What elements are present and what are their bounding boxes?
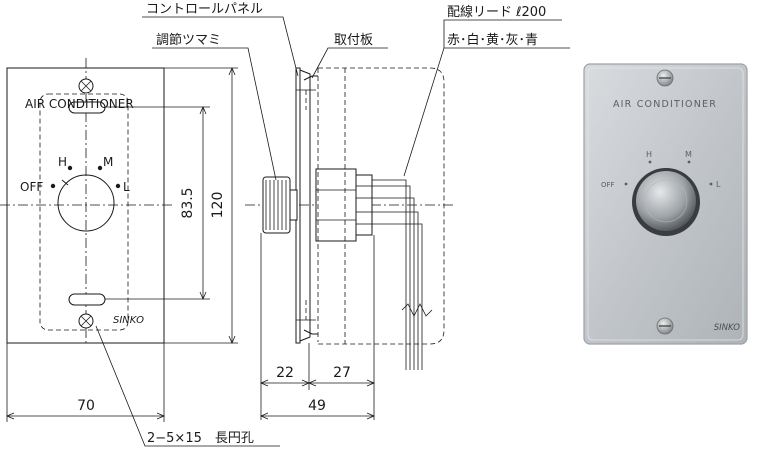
front-knob [57, 174, 115, 232]
side-box-outline [317, 67, 445, 345]
side-wires [372, 179, 423, 370]
adjust-knob-leader [152, 47, 277, 181]
front-label-m: M [103, 155, 113, 169]
dim-49-text: 49 [308, 398, 326, 414]
dim-27-text: 27 [333, 365, 351, 381]
front-view: AIR CONDITIONER H M OFF L SINKO [0, 58, 172, 345]
front-inner-outline [39, 93, 129, 331]
front-label-off: OFF [20, 180, 43, 194]
photo-label-l: L [716, 180, 721, 189]
slot-note: 2−5×15 長円孔 [147, 431, 254, 446]
wiring-lead-leader [403, 19, 562, 177]
front-top-slot [68, 101, 106, 114]
dim-70-text: 70 [77, 398, 95, 414]
front-label-h: H [58, 155, 67, 169]
label-wiring-lead: 配線リード ℓ200 [447, 4, 546, 20]
photo-brand: SINKO [714, 323, 741, 333]
photo-label-m: M [685, 150, 692, 159]
label-mount-plate: 取付板 [334, 33, 373, 48]
m-dot [97, 165, 103, 171]
front-plate-outline [6, 67, 165, 344]
front-brand: SINKO [113, 315, 144, 326]
label-wire-colors: 赤･白･黄･灰･青 [447, 32, 538, 48]
mount-plate-leader [311, 47, 388, 79]
front-title: AIR CONDITIONER [25, 97, 134, 111]
side-body [315, 168, 357, 242]
front-knob-pointer [61, 179, 69, 186]
l-dot [115, 183, 121, 189]
photo-label-off: OFF [601, 181, 615, 189]
dim-83.5-text: 83.5 [180, 187, 196, 218]
dim-120-text: 120 [210, 192, 226, 219]
photo-title: AIR CONDITIONER [613, 99, 717, 110]
front-label-l: L [123, 180, 130, 194]
side-control-panel [295, 67, 301, 344]
control-panel-leader [142, 16, 299, 77]
off-dot [50, 183, 56, 189]
dim-22-text: 22 [276, 365, 294, 381]
side-mount-plate [303, 75, 318, 335]
slot-leader [95, 325, 280, 447]
label-control-panel: コントロールパネル [146, 2, 263, 17]
label-adjust-knob: 調節ツマミ [156, 33, 221, 48]
front-bottom-slot [68, 293, 106, 306]
photo-label-h: H [646, 150, 652, 159]
product-photo: AIR CONDITIONER H M OFF L SINKO [583, 63, 748, 345]
h-dot [67, 165, 73, 171]
side-view [245, 67, 455, 370]
